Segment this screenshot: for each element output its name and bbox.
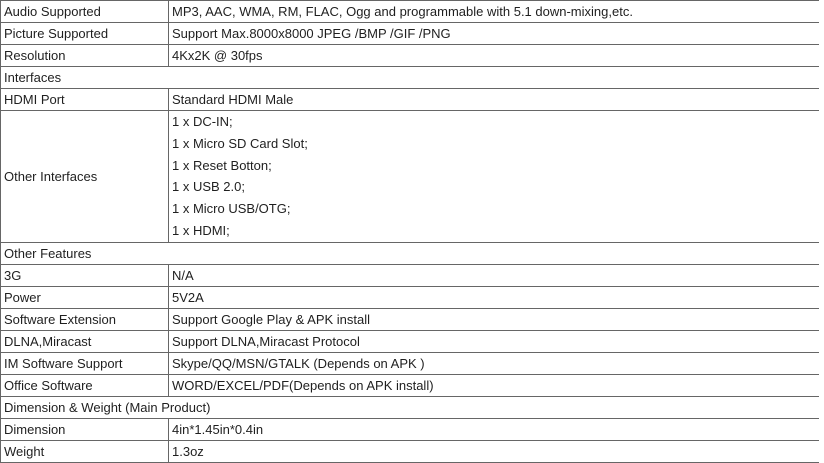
spec-label: Weight (0, 439, 169, 463)
section-header-label: Dimension & Weight (Main Product) (0, 395, 819, 419)
section-header-label: Other Features (0, 241, 819, 265)
section-row: Dimension & Weight (Main Product) (0, 395, 819, 419)
spec-value: Support DLNA,Miracast Protocol (168, 329, 819, 353)
section-row: Other Features (0, 241, 819, 265)
spec-label: HDMI Port (0, 88, 169, 111)
spec-label: Power (0, 285, 169, 309)
spec-label: 3G (0, 263, 169, 287)
section-header-label: Interfaces (0, 66, 819, 89)
section-row: Interfaces (0, 66, 819, 89)
spec-label: Software Extension (0, 307, 169, 331)
spec-value: 5V2A (168, 285, 819, 309)
spec-value: WORD/EXCEL/PDF(Depends on APK install) (168, 373, 819, 397)
spec-label: Dimension (0, 417, 169, 441)
spec-value: Support Google Play & APK install (168, 307, 819, 331)
spec-value: Support Max.8000x8000 JPEG /BMP /GIF /PN… (168, 22, 819, 45)
spec-value-line: 1 x Micro SD Card Slot; (172, 135, 308, 151)
spec-value: N/A (168, 263, 819, 287)
spec-value: Skype/QQ/MSN/GTALK (Depends on APK ) (168, 351, 819, 375)
spec-value: 1.3oz (168, 439, 819, 463)
spec-value-line: 1 x USB 2.0; (172, 179, 245, 195)
spec-value-line: 1 x Reset Botton; (172, 157, 272, 173)
spec-value: 4in*1.45in*0.4in (168, 417, 819, 441)
spec-label: DLNA,Miracast (0, 329, 169, 353)
spec-value: MP3, AAC, WMA, RM, FLAC, Ogg and program… (168, 0, 819, 23)
spec-label: Office Software (0, 373, 169, 397)
spec-label: Audio Supported (0, 0, 169, 23)
spec-value-line: 1 x HDMI; (172, 222, 230, 238)
spec-label: Resolution (0, 44, 169, 67)
spec-value: 1 x DC-IN; 1 x Micro SD Card Slot; 1 x Res… (168, 110, 819, 243)
spec-value: Standard HDMI Male (168, 88, 819, 111)
spec-value-line: 1 x DC-IN; (172, 114, 233, 129)
spec-label: IM Software Support (0, 351, 169, 375)
spec-value-line: 1 x Micro USB/OTG; (172, 201, 291, 217)
spec-label: Picture Supported (0, 22, 169, 45)
spec-label: Other Interfaces (0, 110, 169, 243)
spec-value: 4Kx2K @ 30fps (168, 44, 819, 67)
